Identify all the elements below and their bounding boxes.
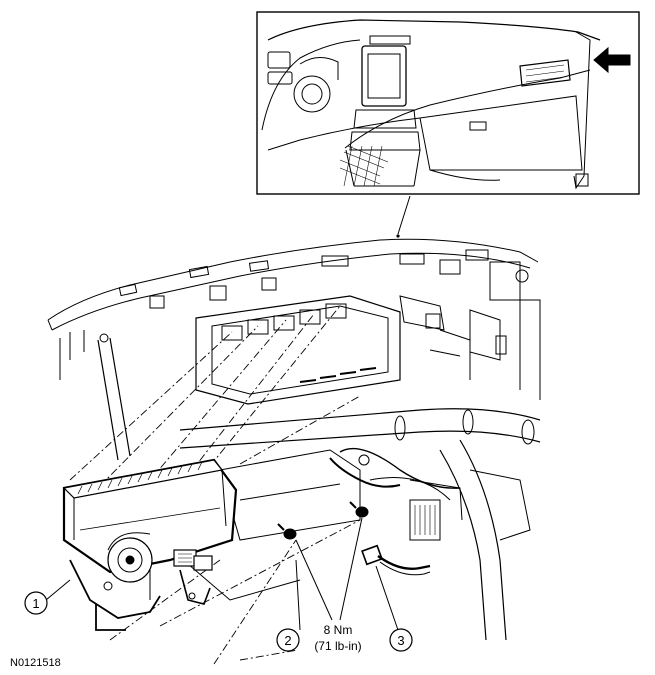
screw-left [277, 523, 297, 540]
callout-1-label: 1 [32, 596, 39, 611]
screw-right [349, 501, 369, 518]
callout-3: 3 [375, 565, 413, 652]
callout-1: 1 [24, 579, 71, 615]
dashboard-inset [256, 11, 640, 195]
callout-2: 2 [276, 559, 301, 652]
torque-leaders [295, 517, 363, 621]
callout-2-label: 2 [284, 633, 291, 648]
torque-imperial: (71 lb-in) [314, 639, 361, 653]
mount-clips [221, 303, 347, 341]
torque-metric: 8 Nm [324, 623, 353, 637]
instrument-panel-structure [47, 238, 541, 641]
figure-id: N0121518 [10, 657, 61, 669]
callout-3-label: 3 [397, 633, 404, 648]
inset-frame [256, 11, 640, 195]
arrow-left-icon [593, 46, 631, 74]
cluster-vents [77, 461, 203, 495]
inset-leader-line [397, 195, 411, 235]
instrument-cluster [62, 305, 361, 665]
electrical-connector [361, 544, 431, 576]
center-grille [339, 145, 389, 187]
removal-path-lines [69, 305, 361, 665]
